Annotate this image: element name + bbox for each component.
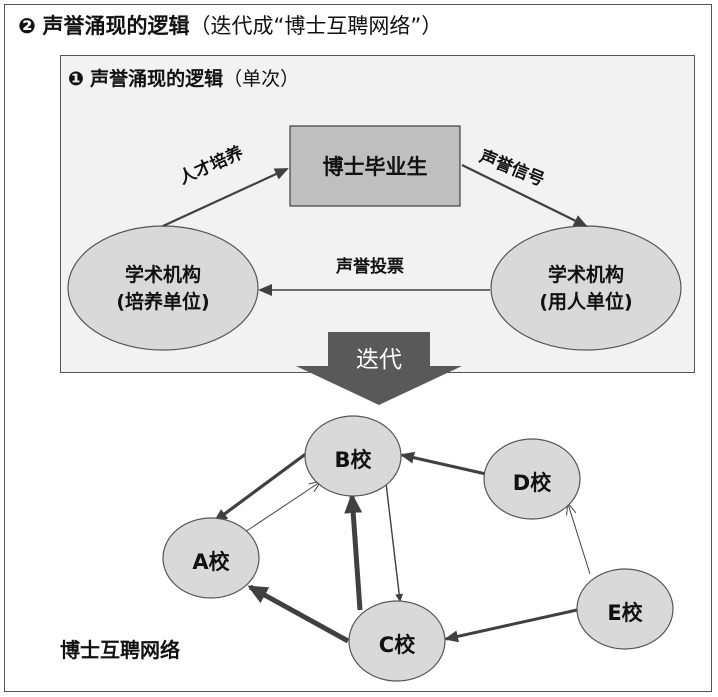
- edge-B-C: [385, 482, 404, 602]
- graduate-box: [289, 125, 461, 207]
- node-D: [483, 438, 581, 520]
- figure-title: ❷ 声誉涌现的逻辑（迭代成“博士互聘网络”）: [18, 10, 442, 40]
- edge-C-A: [247, 584, 350, 644]
- node-E-label: E校: [607, 601, 643, 625]
- node-A: [162, 517, 260, 599]
- node-B-label: B校: [334, 448, 372, 472]
- edge-talent-training: [162, 168, 289, 227]
- edge-E-C: [444, 608, 578, 643]
- edge-A-B: [244, 482, 320, 533]
- training-institution-line1: 学术机构: [124, 264, 201, 286]
- figure-frame: [4, 4, 712, 692]
- employer-institution-line1: 学术机构: [547, 264, 624, 286]
- edge-C-B: [344, 493, 363, 611]
- iterate-arrow: [296, 332, 462, 405]
- edge-E-D: [568, 504, 591, 575]
- iterate-arrow-label: 迭代: [356, 347, 402, 373]
- panel-title-number: ❶: [68, 68, 85, 90]
- graduate-box-label: 博士毕业生: [322, 155, 428, 179]
- training-institution-line2: (培养单位): [116, 291, 210, 313]
- node-B: [304, 415, 402, 497]
- title-main: 声誉涌现的逻辑: [42, 14, 190, 38]
- edge-D-B: [400, 451, 487, 476]
- edge-reputation-signal: [461, 164, 588, 227]
- panel-title: ❶ 声誉涌现的逻辑（单次）: [68, 64, 299, 91]
- node-C: [348, 600, 446, 682]
- network-label: 博士互聘网络: [60, 638, 180, 662]
- training-institution-label: 学术机构 (培养单位): [68, 262, 258, 316]
- panel-title-sub: （单次）: [223, 68, 300, 90]
- title-number: ❷: [18, 14, 36, 38]
- node-A-label: A校: [192, 550, 230, 574]
- panel-title-main: 声誉涌现的逻辑: [90, 68, 224, 90]
- edge-reputation-vote-label: 声誉投票: [336, 257, 404, 277]
- title-sub: （迭代成“博士互聘网络”）: [189, 14, 443, 38]
- node-E: [576, 568, 674, 650]
- employer-institution-line2: (用人单位): [539, 291, 633, 313]
- edge-B-A: [213, 451, 308, 523]
- node-D-label: D校: [512, 471, 552, 495]
- node-C-label: C校: [378, 633, 416, 657]
- employer-institution-label: 学术机构 (用人单位): [491, 262, 681, 316]
